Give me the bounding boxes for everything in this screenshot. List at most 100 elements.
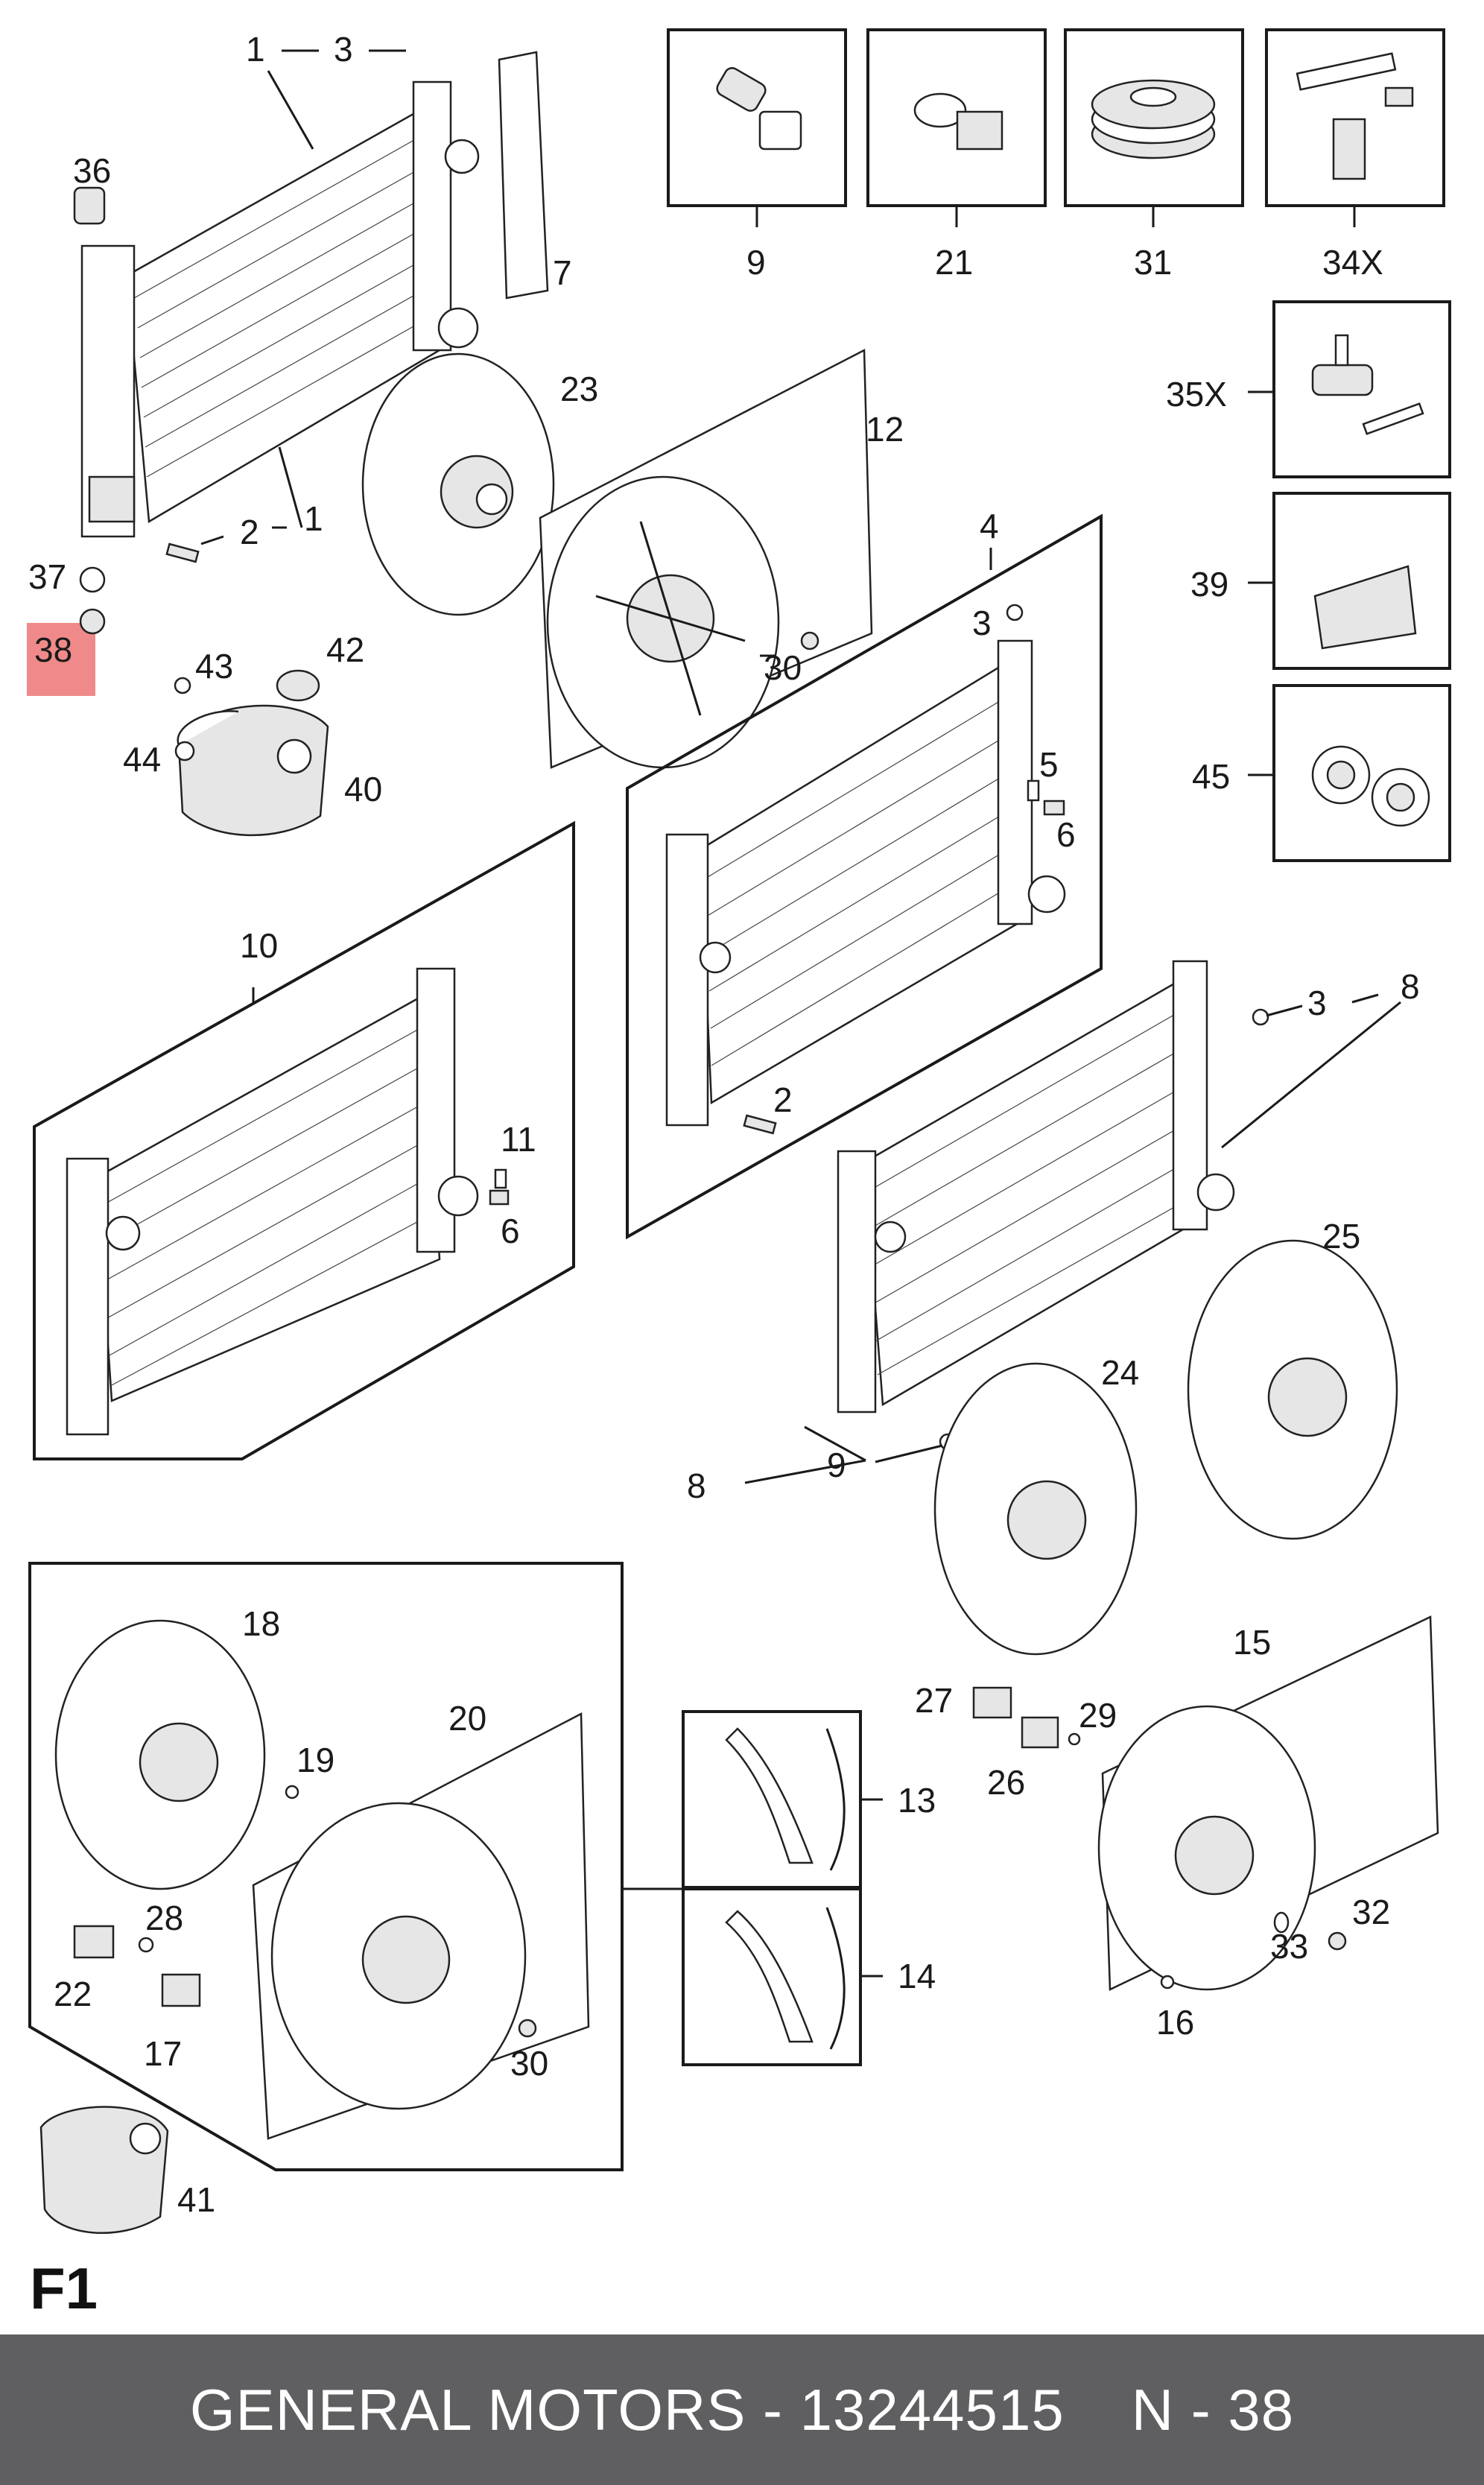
resistor-22 [73,1925,115,1959]
leader-lines [200,49,1401,1978]
washer-38 [79,608,106,635]
bracket-7 [498,51,549,300]
callout-31: 31 [1134,243,1172,282]
callout-8-top: 8 [1401,967,1420,1006]
part-box-35X [1272,300,1451,478]
callout-19: 19 [297,1741,334,1779]
callout-8-bottom: 8 [687,1466,706,1505]
callout-33: 33 [1270,1927,1308,1966]
callout-20: 20 [448,1699,486,1738]
callout-41: 41 [177,2180,215,2219]
callout-22: 22 [54,1975,92,2013]
shroud-20 [252,1712,590,2140]
sensor-2-box4 [743,1114,777,1135]
callout-21: 21 [935,243,973,282]
clip-11 [494,1168,507,1189]
callout-7: 7 [553,253,572,292]
callout-23: 23 [560,370,598,408]
callout-1-top: 1 [246,30,265,69]
reservoir-40 [177,704,329,837]
part-box-31 [1064,28,1244,207]
callout-14: 14 [898,1957,936,1995]
sensor-2-top [165,542,200,563]
plug-36 [73,186,106,225]
part-box-21 [866,28,1047,207]
part-box-9 [667,28,847,207]
footer-bar: GENERAL MOTORS - 13244515 N - 38 [0,2334,1484,2485]
callout-34X: 34X [1322,243,1383,282]
callout-2-box4: 2 [773,1080,793,1119]
radiator-1 [80,80,480,538]
callout-37: 37 [28,557,66,596]
radiator-4-box [626,513,1103,1240]
radiator-10-box [33,820,575,1460]
callout-30-top: 30 [764,648,802,687]
highlight-box-38 [27,623,95,696]
page-label: F1 [30,2256,98,2321]
callout-6-box4: 6 [1056,815,1076,854]
resistor-17 [161,1973,201,2007]
footer-ref: N - 38 [1131,2376,1295,2443]
nut-32 [1328,1931,1347,1951]
nut-44 [174,741,195,762]
fan-25 [1187,1239,1398,1540]
screw-29 [1068,1732,1081,1746]
callout-4: 4 [980,507,999,545]
fan-24 [933,1362,1138,1656]
footer-brand-part: GENERAL MOTORS - 13244515 [189,2376,1065,2443]
bolt-43 [174,677,191,694]
fitting-6-box4 [1043,800,1065,816]
callout-3-box4: 3 [972,604,992,642]
fan-18 [54,1619,266,1890]
part-box-39 [1272,492,1451,670]
callout-16: 16 [1156,2003,1194,2042]
callout-6-box10: 6 [501,1212,520,1250]
callout-1-bottom: 1 [304,499,323,538]
callout-2-top: 2 [240,513,259,551]
radiator-8 [837,960,1235,1414]
callout-32: 32 [1352,1893,1390,1931]
callout-3-top: 3 [334,30,353,69]
reservoir-41 [39,2106,169,2235]
callout-15: 15 [1233,1623,1271,1662]
part-box-34X [1265,28,1445,207]
callout-30-bottom: 30 [510,2044,548,2083]
callout-26: 26 [987,1763,1025,1802]
bolt-3-rad8 [1252,1008,1269,1026]
callout-40: 40 [344,770,382,808]
fan-assembly-20-box [28,1562,624,2171]
callout-12: 12 [866,410,904,449]
callout-25: 25 [1322,1217,1360,1256]
callout-36: 36 [73,151,111,190]
callout-39: 39 [1190,565,1228,604]
part-box-45 [1272,684,1451,862]
callout-17: 17 [144,2034,182,2073]
callout-24: 24 [1101,1353,1139,1392]
callout-13: 13 [898,1781,936,1820]
nut-30-bottom [518,2019,537,2038]
fan-23 [361,352,555,616]
detail-13-box [682,1710,862,1889]
resistor-27 [972,1686,1012,1719]
screw-16 [1160,1975,1175,1989]
callout-28: 28 [145,1899,183,1937]
washer-33 [1273,1911,1290,1934]
callout-43: 43 [195,647,233,686]
callout-11: 11 [501,1120,536,1159]
callout-5: 5 [1039,745,1059,784]
callout-9-box: 9 [746,243,766,282]
callout-10: 10 [240,926,278,965]
callout-29: 29 [1079,1696,1117,1735]
fitting-6-box10 [489,1189,510,1206]
shroud-15 [1097,1615,1439,1991]
screw-19 [285,1785,299,1799]
clip-5 [1027,779,1040,802]
nut-30-top [800,631,819,650]
callout-27: 27 [915,1681,953,1720]
callout-35X: 35X [1166,375,1227,414]
callout-45: 45 [1192,757,1230,796]
callout-38: 38 [34,630,72,669]
detail-14-box [682,1887,862,2066]
callout-3-rad8: 3 [1307,984,1327,1022]
